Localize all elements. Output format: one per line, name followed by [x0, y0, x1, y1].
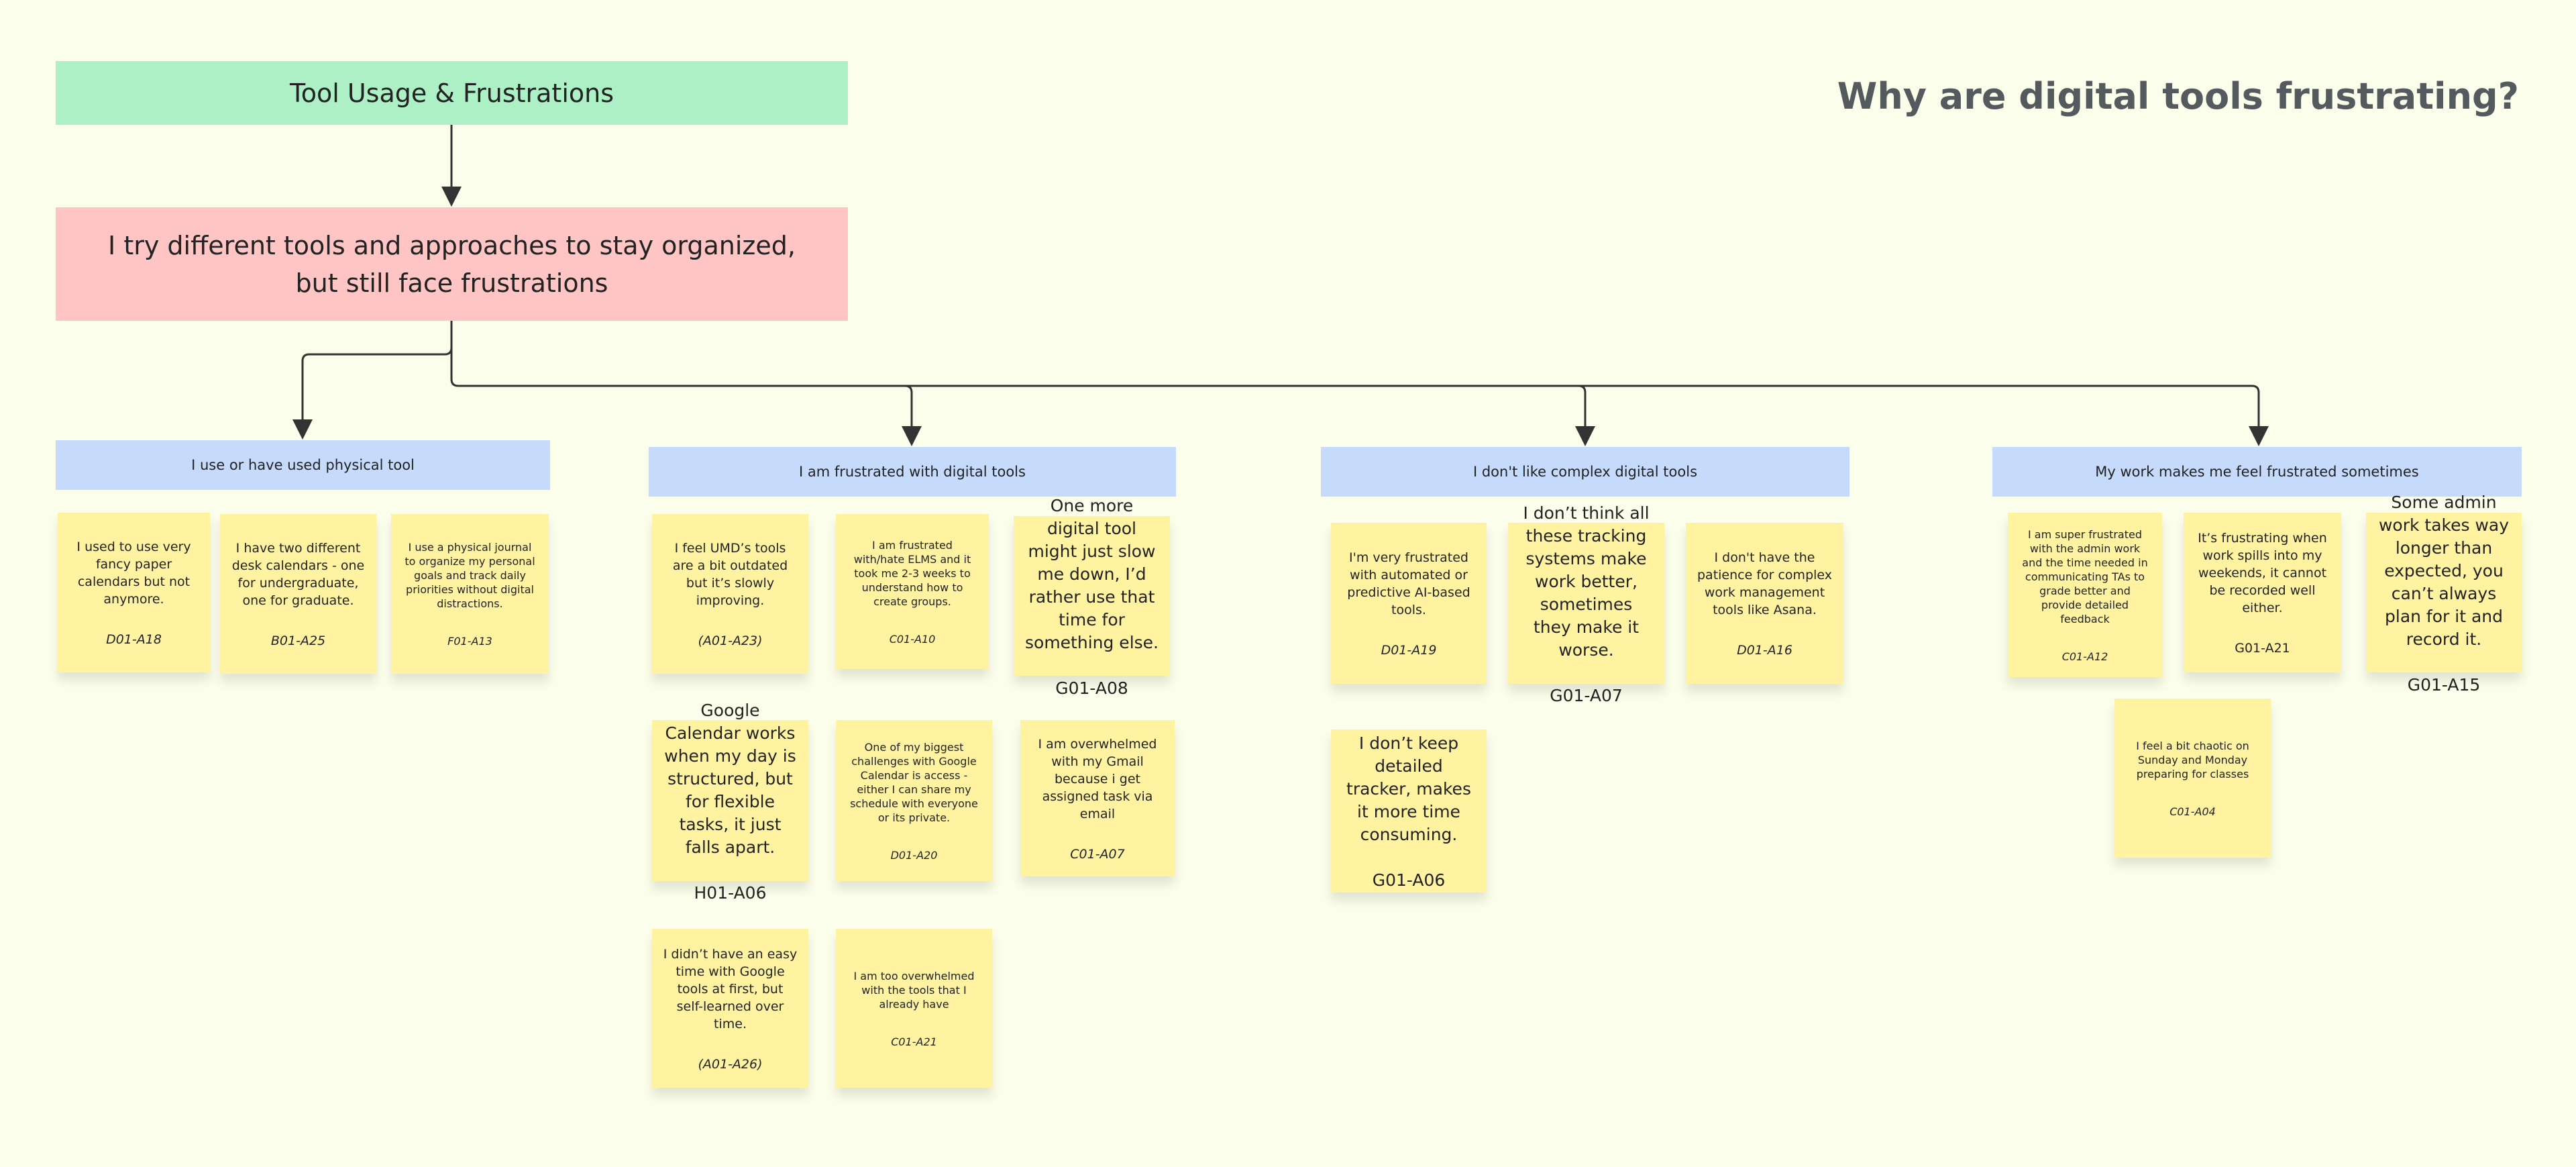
note-id: C01-A10	[889, 632, 936, 646]
note-text: Google Calendar works when my day is str…	[664, 700, 796, 857]
sticky-note[interactable]: I don't have the patience for complex wo…	[1686, 523, 1843, 684]
note-id: C01-A07	[1070, 846, 1125, 862]
note-id: D01-A19	[1381, 643, 1437, 658]
sticky-note[interactable]: Google Calendar works when my day is str…	[652, 701, 808, 903]
note-text: I don’t keep detailed tracker, makes it …	[1346, 733, 1471, 844]
note-text: I used to use very fancy paper calendars…	[76, 540, 191, 607]
note-text: I am overwhelmed with my Gmail because i…	[1038, 736, 1157, 821]
note-id: B01-A25	[270, 633, 326, 648]
note-text: I didn’t have an easy time with Google t…	[663, 946, 798, 1031]
category-physical-tools[interactable]: I use or have used physical tool	[56, 440, 550, 490]
note-id: F01-A13	[447, 635, 492, 648]
theme-node[interactable]: I try different tools and approaches to …	[56, 207, 848, 321]
sticky-note[interactable]: I feel UMD’s tools are a bit outdated bu…	[652, 514, 808, 674]
sticky-note[interactable]: Some admin work takes way longer than ex…	[2366, 493, 2522, 695]
sticky-note[interactable]: I used to use very fancy paper calendars…	[58, 513, 210, 672]
note-id: C01-A12	[2061, 650, 2108, 663]
note-id: C01-A21	[891, 1035, 937, 1048]
sticky-note[interactable]: I use a physical journal to organize my …	[391, 514, 549, 674]
sticky-note[interactable]: One more digital tool might just slow me…	[1014, 496, 1170, 698]
note-text: I have two different desk calendars - on…	[231, 541, 365, 608]
note-text: One more digital tool might just slow me…	[1025, 495, 1159, 652]
sticky-note[interactable]: One of my biggest challenges with Google…	[836, 720, 992, 881]
note-text: I don’t think all these tracking systems…	[1523, 503, 1650, 660]
root-node[interactable]: Tool Usage & Frustrations	[56, 61, 848, 125]
category-complex-tools[interactable]: I don't like complex digital tools	[1321, 447, 1849, 497]
sticky-note[interactable]: I am too overwhelmed with the tools that…	[836, 929, 992, 1088]
sticky-note[interactable]: I am frustrated with/hate ELMS and it to…	[836, 514, 989, 669]
arrow-to-category-2	[902, 385, 922, 446]
note-text: I am frustrated with/hate ELMS and it to…	[853, 538, 971, 608]
note-id: C01-A04	[2169, 805, 2216, 818]
arrow-to-category-3	[1575, 385, 1595, 446]
note-text: I feel UMD’s tools are a bit outdated bu…	[672, 541, 788, 608]
sticky-note[interactable]: I am overwhelmed with my Gmail because i…	[1020, 720, 1175, 876]
note-id: D01-A18	[106, 632, 162, 647]
note-text: I'm very frustrated with automated or pr…	[1347, 550, 1470, 617]
arrow-trunk	[450, 348, 2269, 446]
sticky-note[interactable]: I have two different desk calendars - on…	[220, 514, 376, 674]
category-digital-frustration[interactable]: I am frustrated with digital tools	[649, 447, 1176, 497]
note-text: I don't have the patience for complex wo…	[1697, 550, 1833, 617]
note-id: G01-A06	[1372, 870, 1446, 890]
category-work-frustration[interactable]: My work makes me feel frustrated sometim…	[1992, 447, 2522, 497]
sticky-note[interactable]: It’s frustrating when work spills into m…	[2184, 513, 2341, 672]
note-text: I feel a bit chaotic on Sunday and Monda…	[2136, 739, 2249, 780]
sticky-note[interactable]: I feel a bit chaotic on Sunday and Monda…	[2114, 699, 2271, 858]
note-text: I am too overwhelmed with the tools that…	[853, 969, 975, 1011]
note-id: H01-A06	[694, 882, 767, 903]
note-id: G01-A21	[2235, 641, 2290, 656]
note-id: G01-A15	[2407, 674, 2481, 695]
board-title: Why are digital tools frustrating?	[1837, 75, 2519, 117]
sticky-note[interactable]: I don’t keep detailed tracker, makes it …	[1331, 729, 1487, 893]
note-id: D01-A16	[1737, 643, 1792, 658]
note-text: Some admin work takes way longer than ex…	[2378, 492, 2510, 649]
sticky-note[interactable]: I didn’t have an easy time with Google t…	[652, 929, 808, 1088]
note-text: I use a physical journal to organize my …	[405, 541, 535, 610]
note-id: G01-A07	[1550, 685, 1623, 705]
sticky-note[interactable]: I don’t think all these tracking systems…	[1508, 503, 1664, 705]
sticky-note[interactable]: I am super frustrated with the admin wor…	[2008, 513, 2162, 677]
note-id: D01-A20	[890, 848, 938, 862]
arrow-to-category-1	[292, 321, 453, 440]
note-id: (A01-A26)	[698, 1056, 763, 1072]
note-id: (A01-A23)	[698, 633, 763, 648]
note-id: G01-A08	[1055, 678, 1128, 698]
note-text: One of my biggest challenges with Google…	[850, 740, 978, 824]
sticky-note[interactable]: I'm very frustrated with automated or pr…	[1331, 523, 1487, 684]
note-text: It’s frustrating when work spills into m…	[2198, 531, 2327, 615]
note-text: I am super frustrated with the admin wor…	[2022, 527, 2148, 625]
